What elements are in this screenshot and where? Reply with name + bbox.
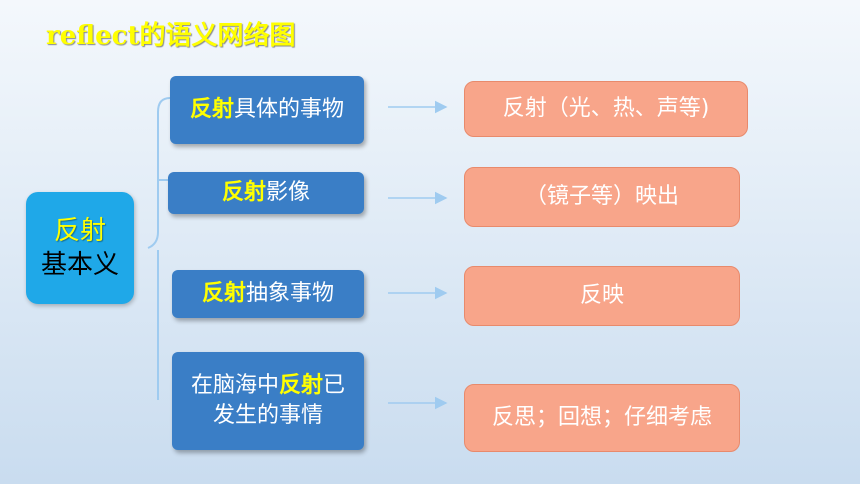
bracket-connector	[147, 97, 171, 400]
branch-node-2: 反射影像	[168, 172, 364, 214]
branch-node-3: 反射抽象事物	[172, 270, 364, 318]
root-node-label: 基本义	[40, 250, 119, 280]
result-node-2-label: （镜子等）映出	[524, 184, 679, 209]
branch-node-4-label: 已发生的事情	[212, 373, 346, 428]
diagram-title: reflect的语义网络图	[46, 21, 296, 51]
root-node-highlight: 反射	[53, 216, 106, 246]
result-node-3: 反映	[464, 266, 740, 326]
result-node-3-label: 反映	[579, 283, 624, 308]
root-node: 反射 基本义	[26, 192, 134, 304]
branch-node-2-highlight: 反射	[221, 180, 266, 205]
result-node-1: 反射（光、热、声等)	[464, 81, 748, 137]
branch-node-3-highlight: 反射	[201, 281, 246, 306]
branch-node-1: 反射具体的事物	[170, 76, 364, 144]
result-node-4: 反思；回想；仔细考虑	[464, 384, 740, 452]
branch-node-3-label: 抽象事物	[246, 281, 335, 306]
branch-node-1-label: 具体的事物	[234, 97, 345, 122]
result-node-4-label: 反思；回想；仔细考虑	[491, 405, 712, 430]
branch-node-4: 在脑海中反射已发生的事情	[172, 352, 364, 450]
branch-node-4-prefix: 在脑海中	[190, 373, 279, 398]
branch-node-1-highlight: 反射	[189, 97, 234, 122]
result-node-2: （镜子等）映出	[464, 167, 740, 227]
result-node-1-label: 反射（光、热、声等)	[502, 96, 710, 121]
branch-node-4-highlight: 反射	[278, 373, 323, 398]
branch-node-2-label: 影像	[266, 180, 311, 205]
